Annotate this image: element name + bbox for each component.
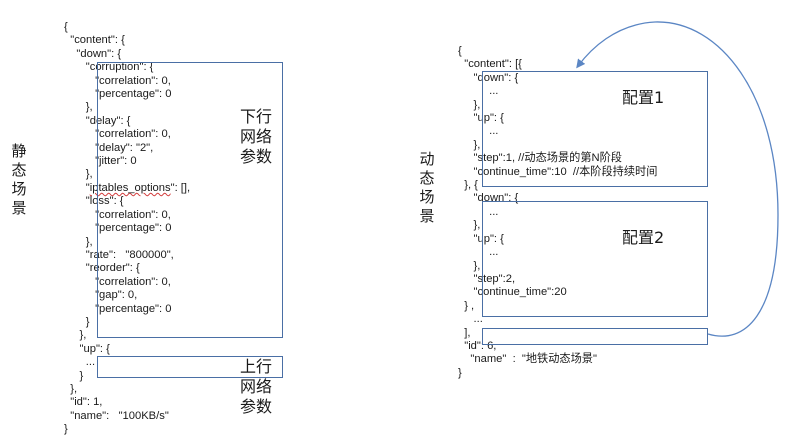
code-line: "name" : "地铁动态场景" xyxy=(458,353,597,366)
static-scene-label: 静态场景 xyxy=(11,142,27,217)
code-line: "iptables_options": [], xyxy=(64,181,191,194)
code-line: ... xyxy=(458,85,499,98)
code-line: }, xyxy=(64,235,93,248)
code-line: } , xyxy=(458,299,475,312)
code-line: "percentage": 0 xyxy=(64,88,172,101)
loop-arrow-path xyxy=(576,21,779,337)
code-line: "up": { xyxy=(458,112,504,125)
code-line: "up": { xyxy=(458,232,504,245)
code-line: "correlation": 0, xyxy=(64,128,171,141)
code-line: ... xyxy=(64,356,96,369)
code-line: "correlation": 0, xyxy=(64,208,171,221)
config1-label: 配置1 xyxy=(622,88,665,107)
code-line: "down": { xyxy=(64,47,122,60)
down-params-box xyxy=(97,62,283,338)
code-line: "delay": { xyxy=(64,114,131,127)
code-line: ], xyxy=(458,326,471,339)
dynamic-scene-label: 动态场景 xyxy=(419,150,435,225)
config2-label: 配置2 xyxy=(622,228,665,247)
code-line: ... xyxy=(458,313,483,326)
static-scene-json: { "content": { "down": { "corruption": {… xyxy=(64,21,190,437)
dynamic-scene-json: { "content": [{ "down": { ... }, "up": {… xyxy=(458,45,657,380)
code-line: "step":2, xyxy=(458,272,516,285)
code-line: "continue_time":20 xyxy=(458,286,567,299)
code-line: "step":1, //动态场景的第N阶段 xyxy=(458,152,622,165)
up-params-box xyxy=(97,356,283,378)
code-line: "jitter": 0 xyxy=(64,155,137,168)
code-line: }, xyxy=(458,259,481,272)
code-line: { xyxy=(458,45,462,57)
up-params-label: 上行网络参数 xyxy=(240,357,273,416)
code-line: "content": [{ xyxy=(458,58,522,71)
code-line: }, xyxy=(64,168,93,181)
code-line: "rate": "800000", xyxy=(64,248,174,261)
code-line: }, xyxy=(458,219,481,232)
code-line: "content": { xyxy=(64,34,125,47)
code-line: "correlation": 0, xyxy=(64,275,171,288)
code-line: "delay": "2", xyxy=(64,141,154,154)
code-line: "continue_time":10 //本阶段持续时间 xyxy=(458,165,658,178)
code-line: }, xyxy=(458,98,481,111)
code-line: "correlation": 0, xyxy=(64,74,171,87)
code-line: ... xyxy=(458,205,499,218)
code-line: "loss": { xyxy=(64,195,124,208)
config1-box xyxy=(482,71,708,187)
code-line: } xyxy=(64,369,84,382)
code-line: }, xyxy=(64,382,78,395)
code-line: "percentage": 0 xyxy=(64,302,172,315)
code-line: }, { xyxy=(458,179,478,192)
code-line: }, xyxy=(64,329,87,342)
code-line: "name": "100KB/s" xyxy=(64,409,169,422)
code-line: } xyxy=(64,423,68,436)
more-configs-box xyxy=(482,328,708,345)
config2-box xyxy=(482,201,708,317)
code-line: } xyxy=(64,315,90,328)
code-line: } xyxy=(458,366,462,379)
down-params-label: 下行网络参数 xyxy=(240,107,273,166)
code-line: "corruption": { xyxy=(64,61,154,74)
code-line: }, xyxy=(458,138,481,151)
code-line: "up": { xyxy=(64,342,110,355)
code-line: { xyxy=(64,21,68,33)
code-line: "id": 6, xyxy=(458,339,497,352)
code-line: ... xyxy=(458,125,499,138)
code-line: }, xyxy=(64,101,93,114)
code-line: ... xyxy=(458,246,499,259)
code-line: "percentage": 0 xyxy=(64,222,172,235)
code-line: "id": 1, xyxy=(64,396,103,409)
code-line: "gap": 0, xyxy=(64,289,138,302)
